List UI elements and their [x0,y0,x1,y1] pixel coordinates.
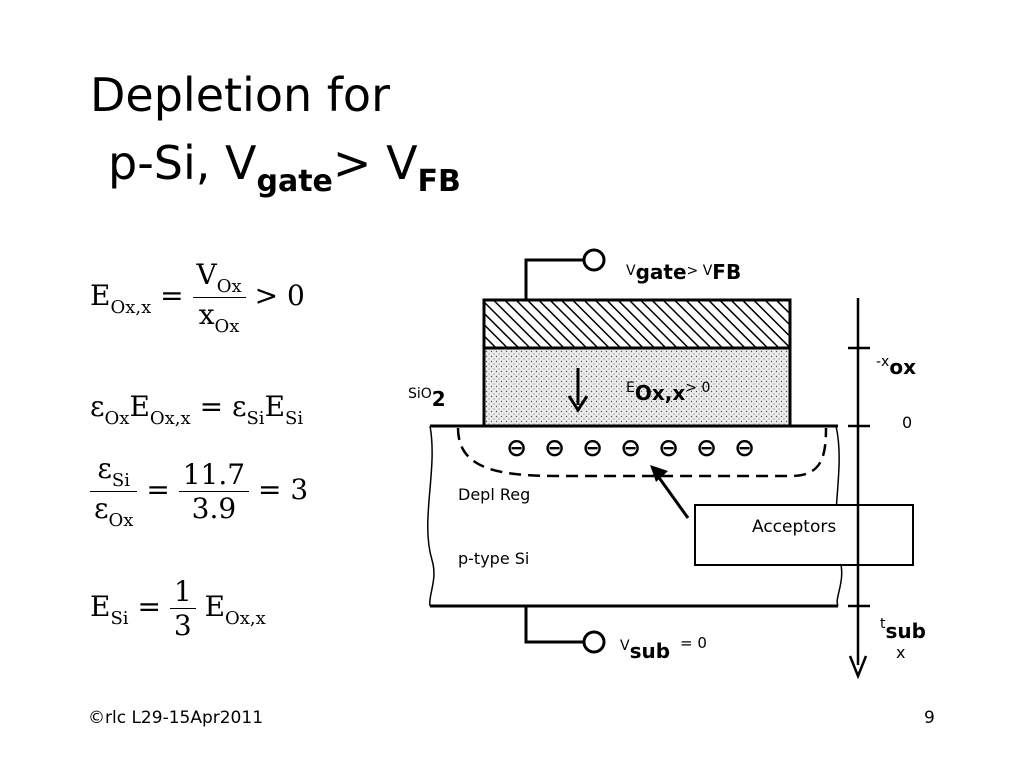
equation-1: EOx,x = VOx xOx > 0 [90,258,305,337]
vgate-label: Vgate> VFB [626,260,741,284]
acceptor-ion: ⊖ [544,433,565,462]
title-line1: Depletion for [90,68,390,122]
gate-metal [482,298,792,350]
acceptor-ion: ⊖ [658,433,679,462]
eq1-fraction: VOx xOx [192,258,246,337]
gate-terminal [582,248,606,272]
acceptor-ion: ⊖ [620,433,641,462]
acceptor-ions: ⊖ ⊖ ⊖ ⊖ ⊖ ⊖ ⊖ [506,433,755,462]
field-label: EOx,x> 0 [626,380,710,405]
depletion-region-label: Depl Reg [458,485,530,504]
acceptor-ion: ⊖ [696,433,717,462]
substrate-left-break [427,425,435,607]
p-type-label: p-type Si [458,549,529,568]
gate-lead [524,258,585,300]
eq4-fraction: 1 3 [169,575,196,642]
equation-3: εSi εOx = 11.7 3.9 = 3 [90,452,308,531]
axis-label-xox: -xox [876,354,916,379]
eq3-fraction-eps: εSi εOx [90,452,138,531]
oxide-layer [482,346,792,428]
acceptor-ion: ⊖ [506,433,527,462]
acceptor-ion: ⊖ [734,433,755,462]
vsub-label: Vsub= 0 [620,634,707,663]
acceptors-label: Acceptors [752,517,836,537]
slide-number: 9 [924,708,935,728]
footer-copyright: ©rlc L29-15Apr2011 [88,708,264,728]
substrate-lead [524,606,585,644]
acceptor-ion: ⊖ [582,433,603,462]
axis-label-tsub: tsub [880,616,926,643]
acceptor-pointer [653,471,690,519]
sio2-label: SiO2 [408,386,446,411]
x-axis-arrowhead [848,655,868,680]
equation-2: εOxEOx,x = εSiESi [90,390,304,429]
substrate-terminal [582,630,606,654]
eq3-fraction-values: 11.7 3.9 [178,458,250,525]
acceptors-box [694,504,914,566]
depletion-boundary [456,427,828,478]
axis-label-x: x [896,643,905,662]
axis-label-zero: 0 [902,413,912,432]
equation-4: ESi = 1 3 EOx,x [90,575,266,642]
title-line2: p-Si, Vgate> VFB [108,136,461,199]
